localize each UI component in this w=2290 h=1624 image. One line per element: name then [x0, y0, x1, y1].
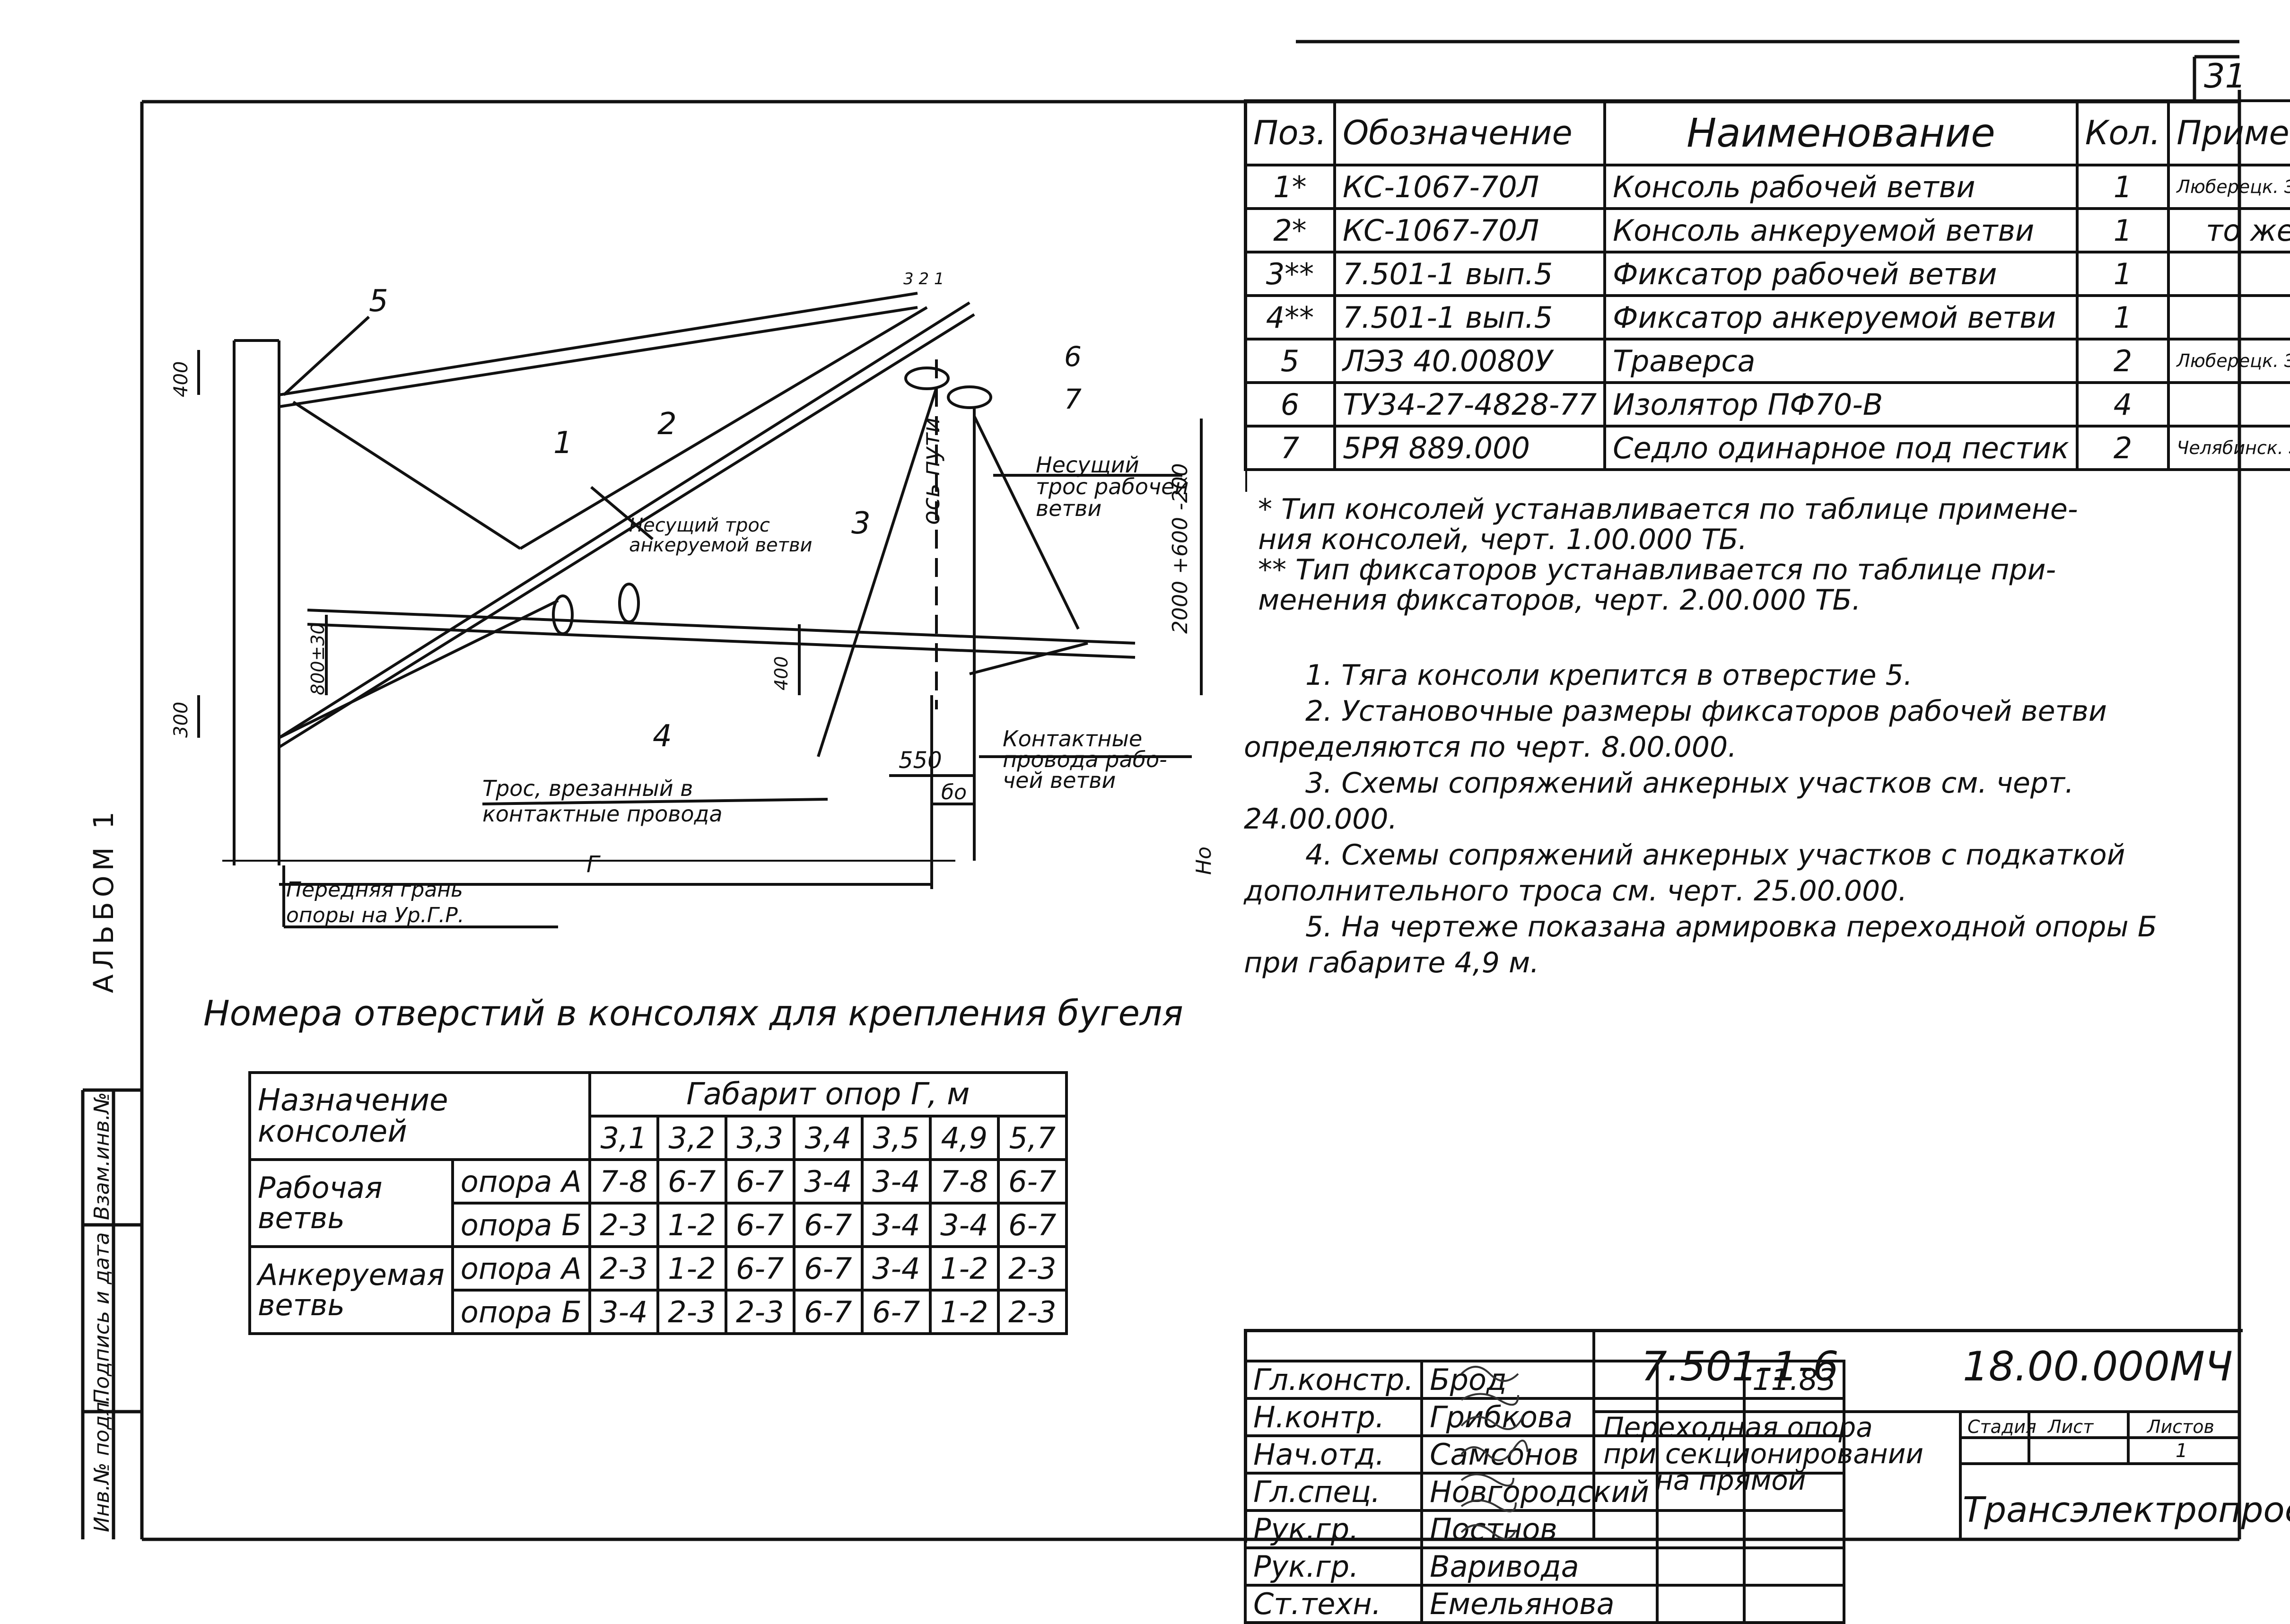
organization-name: Трансэлектропроект — [1963, 1490, 2290, 1530]
holes-table-caption: Номера отверстий в консолях для креплени… — [203, 993, 1183, 1034]
drawing-title: Переходная опора при секционировании на … — [1603, 1411, 1924, 1496]
table-row: Анкеруемая ветвь опора А 2-3 1-2 6-7 6-7… — [248, 1245, 1068, 1335]
footnotes: * Тип консолей устанавливается по таблиц… — [1258, 493, 2078, 617]
signature-mark — [1655, 1584, 1746, 1624]
table-row: Рук.гр. Постнов — [1243, 1509, 1846, 1549]
purpose-header: Назначение консолей — [248, 1071, 591, 1161]
holes-table: Назначение консолей Габарит опор Г, м 3,… — [248, 1071, 1068, 1335]
col-code-header: Обозначение — [1333, 99, 1607, 166]
table-row: опора Б 2-3 1-2 6-7 6-7 3-4 3-4 6-7 — [250, 1202, 1068, 1248]
track-axis-label: ось пути — [918, 417, 945, 525]
dim-300: 300 — [170, 701, 192, 738]
table-row: Нач.отд. Самсонов — [1243, 1434, 1846, 1475]
table-row: 5 ЛЭЗ 40.0080У Траверса 2 Люберецк. ЭМЗ — [1244, 338, 2290, 384]
signature-mark — [1655, 1397, 1746, 1437]
contact-wires-label: Контактные провода рабо- чей ветви — [1003, 726, 1167, 793]
front-face-label: Передняя грань опоры на Ур.Г.Р. — [286, 878, 464, 927]
pos1-label: 1 — [553, 426, 573, 461]
table-row: 3** 7.501-1 вып.5 Фиксатор рабочей ветви… — [1244, 251, 2290, 297]
sheets-label: Листов — [2147, 1416, 2214, 1437]
stamp-inv-label: Инв.№ подл. — [90, 1395, 114, 1532]
pos6-label: 6 — [1064, 341, 1082, 373]
dim-550: 550 — [899, 747, 942, 774]
signature-mark — [1655, 1546, 1746, 1587]
pos7-label: 7 — [1064, 383, 1082, 415]
col-pos-header: Поз. — [1244, 99, 1336, 166]
signature-mark — [1655, 1360, 1746, 1400]
album-label: АЛЬБОМ 1 — [87, 807, 120, 993]
sheets-value: 1 — [2176, 1440, 2188, 1462]
stage-label: Стадия — [1967, 1416, 2037, 1437]
col-qty-header: Кол. — [2075, 99, 2170, 166]
dim-bo: бо — [941, 780, 967, 804]
cut-cable-label: Трос, врезанный в контактные провода — [482, 776, 723, 827]
table-row: 6 ТУ34-27-4828-77 Изолятор ПФ70-В 4 — [1244, 381, 2290, 428]
table-row: опора Б 3-4 2-3 2-3 6-7 6-7 1-2 2-3 — [250, 1289, 1068, 1335]
signature-mark — [1655, 1472, 1746, 1512]
pos3-label: 3 — [851, 506, 871, 541]
series-number: 7.501-1-6 — [1641, 1343, 1839, 1390]
col-note-header: Примеч. — [2167, 99, 2290, 166]
table-row: 1* КС-1067-70Л Консоль рабочей ветви 1 Л… — [1244, 164, 2290, 210]
page-number: 31 — [2204, 57, 2246, 96]
signature-mark — [1655, 1509, 1746, 1549]
pos2-label: 2 — [657, 407, 677, 442]
general-notes: 1. Тяга консоли крепится в отверстие 5. … — [1244, 659, 2157, 979]
table-row: Рук.гр. Варивода — [1243, 1546, 1846, 1587]
dim-g: Г — [586, 851, 599, 878]
dim-800: 800±30 — [307, 623, 328, 695]
gauge-header: Габарит опор Г, м — [588, 1071, 1068, 1118]
table-row: 7 5РЯ 889.000 Седло одинарное под пестик… — [1244, 425, 2290, 471]
sheet-label: Лист — [2048, 1416, 2094, 1437]
anchored-carrier-label: Несущий трос анкеруемой ветви — [629, 515, 813, 556]
signature-mark — [1655, 1434, 1746, 1475]
dim-400-fixator: 400 — [771, 656, 792, 690]
dim-ho: Но — [1192, 846, 1216, 875]
table-row: Ст.техн. Емельянова — [1243, 1584, 1846, 1624]
specification-table: Поз. Обозначение Наименование Кол. Приме… — [1244, 99, 2290, 471]
pos5-label: 5 — [369, 284, 388, 319]
stamp-replace-label: Взам.инв.№ — [90, 1092, 114, 1220]
table-row: 4** 7.501-1 вып.5 Фиксатор анкеруемой ве… — [1244, 294, 2290, 341]
hole-numbers: 3 2 1 — [903, 270, 944, 288]
stamp-signature-label: Подпись и дата — [90, 1232, 114, 1405]
col-name-header: Наименование — [1603, 99, 2079, 166]
drawing-code: 18.00.000МЧ — [1963, 1343, 2233, 1390]
working-carrier-label: Несущий трос рабочей ветви — [1036, 452, 1189, 521]
table-row: Гл.спец. Новгородский — [1243, 1472, 1846, 1512]
pos4-label: 4 — [653, 719, 672, 754]
table-row: 2* КС-1067-70Л Консоль анкеруемой ветви … — [1244, 207, 2290, 253]
table-row: Н.контр. Грибкова — [1243, 1397, 1846, 1437]
table-row: Рабочая ветвь опора А 7-8 6-7 6-7 3-4 3-… — [248, 1158, 1068, 1248]
dim-400-top: 400 — [170, 361, 192, 397]
